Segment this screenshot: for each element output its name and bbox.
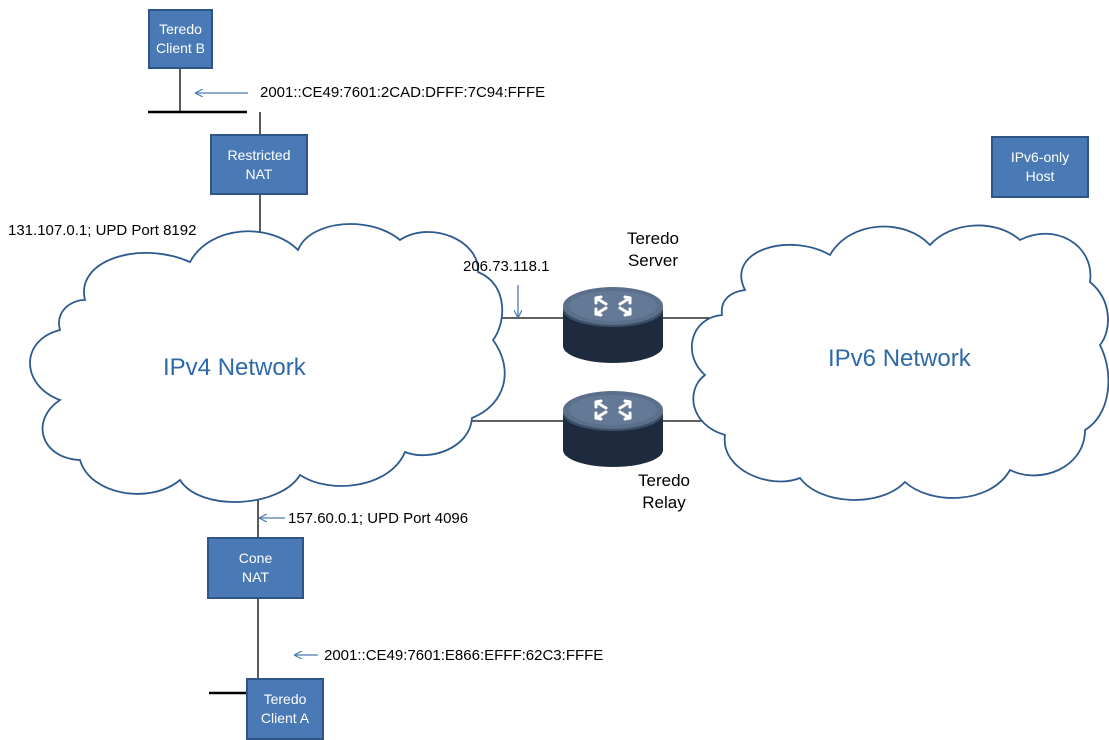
ipv4-cloud (29, 223, 506, 503)
cone-nat-box: Cone NAT (207, 537, 304, 599)
teredo-relay-label: Teredo Relay (616, 470, 712, 514)
teredo-client-a-line2: Client A (260, 710, 310, 726)
teredo-server-router-icon (563, 287, 663, 363)
ipv6-only-host-line2: Host (1025, 168, 1055, 184)
restricted-nat-line1: Restricted (227, 146, 291, 163)
client-b-address: 2001::CE49:7601:2CAD:DFFF:7C94:FFFE (260, 84, 546, 101)
ipv4-network-label: IPv4 Network (163, 354, 306, 381)
teredo-client-b-line2: Client B (155, 40, 206, 56)
cone-nat-line2: NAT (242, 569, 269, 585)
ipv6-only-host-box: IPv6-only Host (991, 136, 1089, 198)
restricted-nat-box: Restricted NAT (210, 134, 308, 195)
restricted-nat-line2: NAT (245, 165, 273, 182)
teredo-client-b-box: Teredo Client B (148, 9, 213, 69)
ipv6-network-label: IPv6 Network (828, 345, 971, 372)
teredo-relay-router-icon (563, 391, 663, 467)
teredo-server-label: Teredo Server (605, 228, 701, 272)
teredo-server-line2: Server (627, 251, 679, 270)
teredo-client-b-line1: Teredo (159, 21, 202, 37)
restricted-nat-address: 131.107.0.1; UPD Port 8192 (8, 222, 197, 239)
ipv6-only-host-line1: IPv6-only (1010, 149, 1070, 165)
teredo-relay-line2: Relay (642, 493, 686, 512)
client-a-address: 2001::CE49:7601:E866:EFFF:62C3:FFFE (324, 647, 604, 664)
teredo-client-a-line1: Teredo (263, 691, 307, 707)
teredo-server-line1: Teredo (627, 229, 679, 248)
cone-nat-line1: Cone (238, 550, 273, 566)
teredo-relay-line1: Teredo (638, 471, 690, 490)
teredo-server-address: 206.73.118.1 (463, 258, 550, 275)
teredo-client-a-box: Teredo Client A (246, 678, 324, 740)
ipv6-cloud (690, 224, 1109, 501)
address-arrows (196, 93, 518, 655)
cone-nat-address: 157.60.0.1; UPD Port 4096 (288, 510, 469, 527)
